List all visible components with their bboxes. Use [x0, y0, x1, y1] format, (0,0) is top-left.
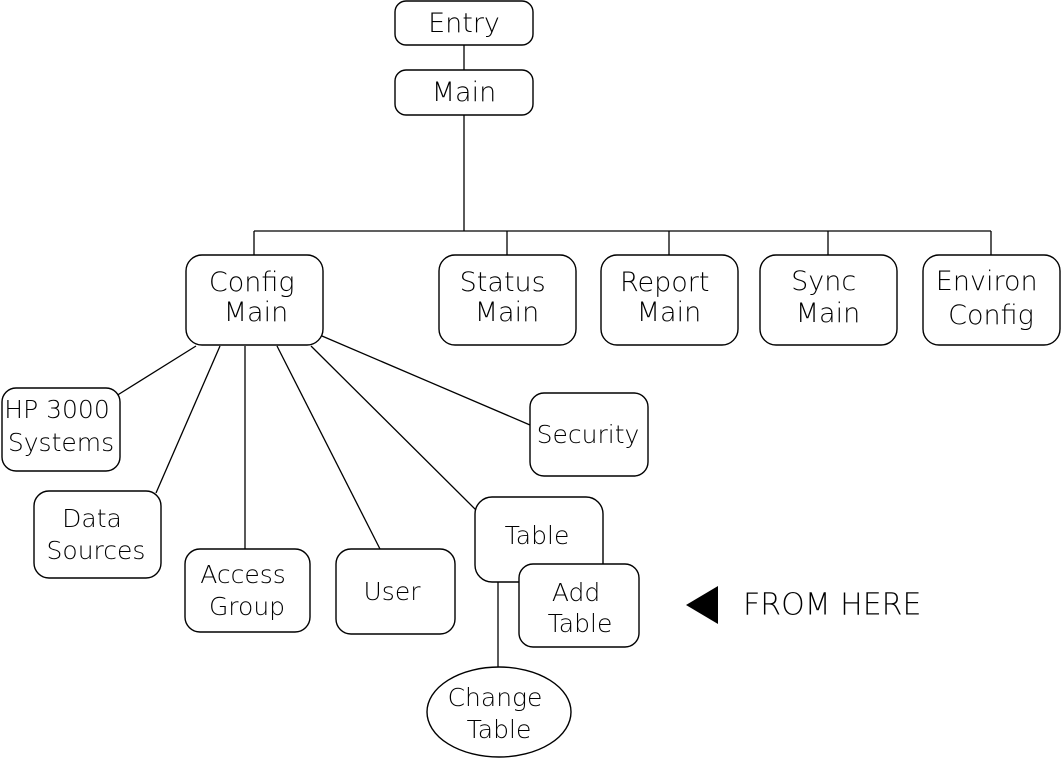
node-environ-config-label: Environ Config [936, 266, 1046, 331]
node-add-table[interactable]: Add Table [518, 563, 640, 648]
edge-config-table [310, 345, 479, 513]
node-entry-line-1: Entry [428, 8, 500, 39]
node-hp3000-systems-line-1: HP 3000 [4, 395, 109, 424]
node-config-main-line-2: Main [224, 297, 288, 328]
node-main[interactable]: Main [394, 69, 534, 116]
node-environ-config-line-2: Config [948, 300, 1034, 331]
node-access-group[interactable]: Access Group [184, 548, 311, 633]
node-security-box [529, 392, 649, 477]
node-environ-config[interactable]: Environ Config [922, 254, 1061, 346]
node-access-group-box [184, 548, 311, 633]
node-main-line-1: Main [432, 77, 496, 108]
node-data-sources[interactable]: Data Sources [33, 490, 162, 579]
node-report-main-box [600, 254, 739, 346]
node-sync-main[interactable]: Sync Main [759, 254, 898, 346]
left-pointing-triangle-icon [686, 586, 718, 624]
node-access-group-label: Access Group [200, 560, 294, 621]
node-add-table-label: Add Table [548, 578, 613, 638]
node-change-table[interactable]: Change Table [426, 666, 572, 758]
node-status-main[interactable]: Status Main [438, 254, 577, 346]
node-change-table-line-1: Change [448, 683, 543, 712]
node-entry-box [394, 0, 534, 46]
node-user-box [335, 548, 456, 635]
node-data-sources-line-1: Data [62, 504, 122, 533]
node-table-line-1: Table [505, 521, 570, 550]
node-report-main-line-1: Report [620, 267, 710, 298]
node-user-label: User [364, 577, 422, 606]
node-access-group-line-1: Access [200, 560, 286, 589]
node-report-main[interactable]: Report Main [600, 254, 739, 346]
node-change-table-line-2: Table [467, 715, 532, 744]
node-config-main-line-1: Config [209, 267, 295, 298]
node-entry[interactable]: Entry [394, 0, 534, 46]
node-hp3000-systems-box [1, 387, 121, 472]
node-environ-config-line-1: Environ [936, 266, 1038, 297]
node-config-main-box [185, 254, 324, 346]
node-user[interactable]: User [335, 548, 456, 635]
node-sync-main-line-1: Sync [791, 266, 856, 297]
edge-config-hp3000-systems [115, 345, 197, 397]
node-hp3000-systems[interactable]: HP 3000 Systems [1, 387, 121, 472]
node-change-table-label: Change Table [448, 683, 551, 744]
node-sync-main-line-2: Main [796, 298, 860, 329]
node-add-table-line-2: Table [548, 609, 613, 638]
node-status-main-label: Status Main [460, 267, 555, 328]
node-sync-main-label: Sync Main [791, 266, 865, 329]
node-status-main-line-1: Status [460, 267, 546, 298]
node-main-box [394, 69, 534, 116]
node-security-label: Security [537, 420, 640, 449]
node-security-line-1: Security [537, 420, 640, 449]
node-table[interactable]: Table [474, 496, 604, 583]
node-add-table-box [518, 563, 640, 648]
node-status-main-box [438, 254, 577, 346]
edge-config-security [321, 335, 531, 426]
node-data-sources-line-2: Sources [47, 536, 146, 565]
pointer-label: FROM HERE [743, 588, 921, 623]
node-sync-main-box [759, 254, 898, 346]
node-status-main-line-2: Main [475, 297, 539, 328]
node-config-main-label: Config Main [209, 267, 303, 328]
pointer-callout: FROM HERE [686, 586, 921, 624]
node-main-label: Main [432, 77, 496, 108]
node-access-group-line-2: Group [209, 592, 285, 621]
node-environ-config-box [922, 254, 1061, 346]
node-config-main[interactable]: Config Main [185, 254, 324, 346]
node-security[interactable]: Security [529, 392, 649, 477]
node-report-main-label: Report Main [620, 267, 718, 328]
node-data-sources-box [33, 490, 162, 579]
node-add-table-line-1: Add [552, 578, 600, 607]
node-table-label: Table [505, 521, 570, 550]
node-entry-label: Entry [428, 8, 500, 39]
node-user-line-1: User [364, 577, 422, 606]
node-change-table-ellipse [426, 666, 572, 758]
connector-lines [115, 45, 992, 668]
node-hp3000-systems-line-2: Systems [8, 428, 114, 457]
edge-config-data-sources [155, 345, 221, 494]
node-data-sources-label: Data Sources [47, 504, 146, 565]
node-report-main-line-2: Main [637, 297, 701, 328]
edge-config-user [276, 345, 381, 550]
node-hp3000-systems-label: HP 3000 Systems [4, 395, 117, 457]
